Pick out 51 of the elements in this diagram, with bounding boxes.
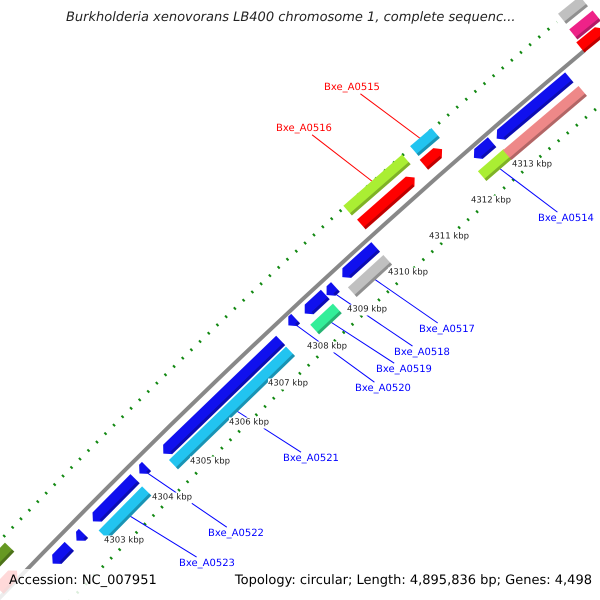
gene-label: Bxe_A0515 [324,81,380,94]
gene-label: Bxe_A0522 [208,527,264,540]
leader-line [130,516,198,558]
tick-label: 4306 kbp [228,418,270,428]
gene-label: Bxe_A0514 [538,212,594,225]
tick-label: 4311 kbp [428,232,470,242]
footer-text: Topology: circular; Length: 4,895,836 bp; Genes: 4,498 [234,573,592,588]
gene-block [410,128,440,156]
leader-line [500,168,558,213]
gene-block [52,542,74,564]
gene-block [326,282,340,296]
leader-line [312,134,372,182]
gene-block [0,542,14,568]
map-title: Burkholderia xenovorans LB400 chromosome 1, complete sequenc... [66,10,516,25]
gene-block [420,148,442,170]
tick-label: 4303 kbp [104,536,144,546]
gene-label: Bxe_A0519 [376,363,432,376]
tick-label: 4310 kbp [388,268,428,278]
gene-block [139,462,152,474]
gene-block [304,290,330,314]
gene-label: Bxe_A0523 [179,557,235,570]
gene-block [310,304,342,334]
gene-block [288,314,300,326]
tick-label: 4312 kbp [470,196,512,206]
gene-block [342,242,380,278]
gene-block [503,86,587,160]
gene-label: Bxe_A0517 [419,323,475,336]
gene-label: Bxe_A0516 [276,122,332,135]
leader-line [374,279,438,324]
gene-block [576,27,600,53]
footer-text: Accession: NC_007951 [9,573,157,588]
tick-label: 4307 kbp [268,378,308,390]
tick-label: 4309 kbp [346,304,388,316]
tick-label: 4304 kbp [152,492,192,504]
gene-label: Bxe_A0518 [394,346,450,359]
gene-block [478,148,512,182]
gene-block [569,10,600,40]
gene-block [474,137,496,159]
tick-label: 4313 kbp [512,160,552,170]
gene-label: Bxe_A0520 [355,382,411,395]
gene-block [92,474,140,522]
tick-label: 4305 kbp [190,456,230,468]
gene-block [558,0,588,24]
tick-label: 4308 kbp [306,342,348,352]
leader-line [360,93,420,139]
gene-block [343,154,411,216]
leader-line [331,322,395,364]
gene-block [76,528,88,541]
gene-block [357,176,415,230]
gene-label: Bxe_A0521 [283,452,339,465]
gene-block [496,72,574,140]
